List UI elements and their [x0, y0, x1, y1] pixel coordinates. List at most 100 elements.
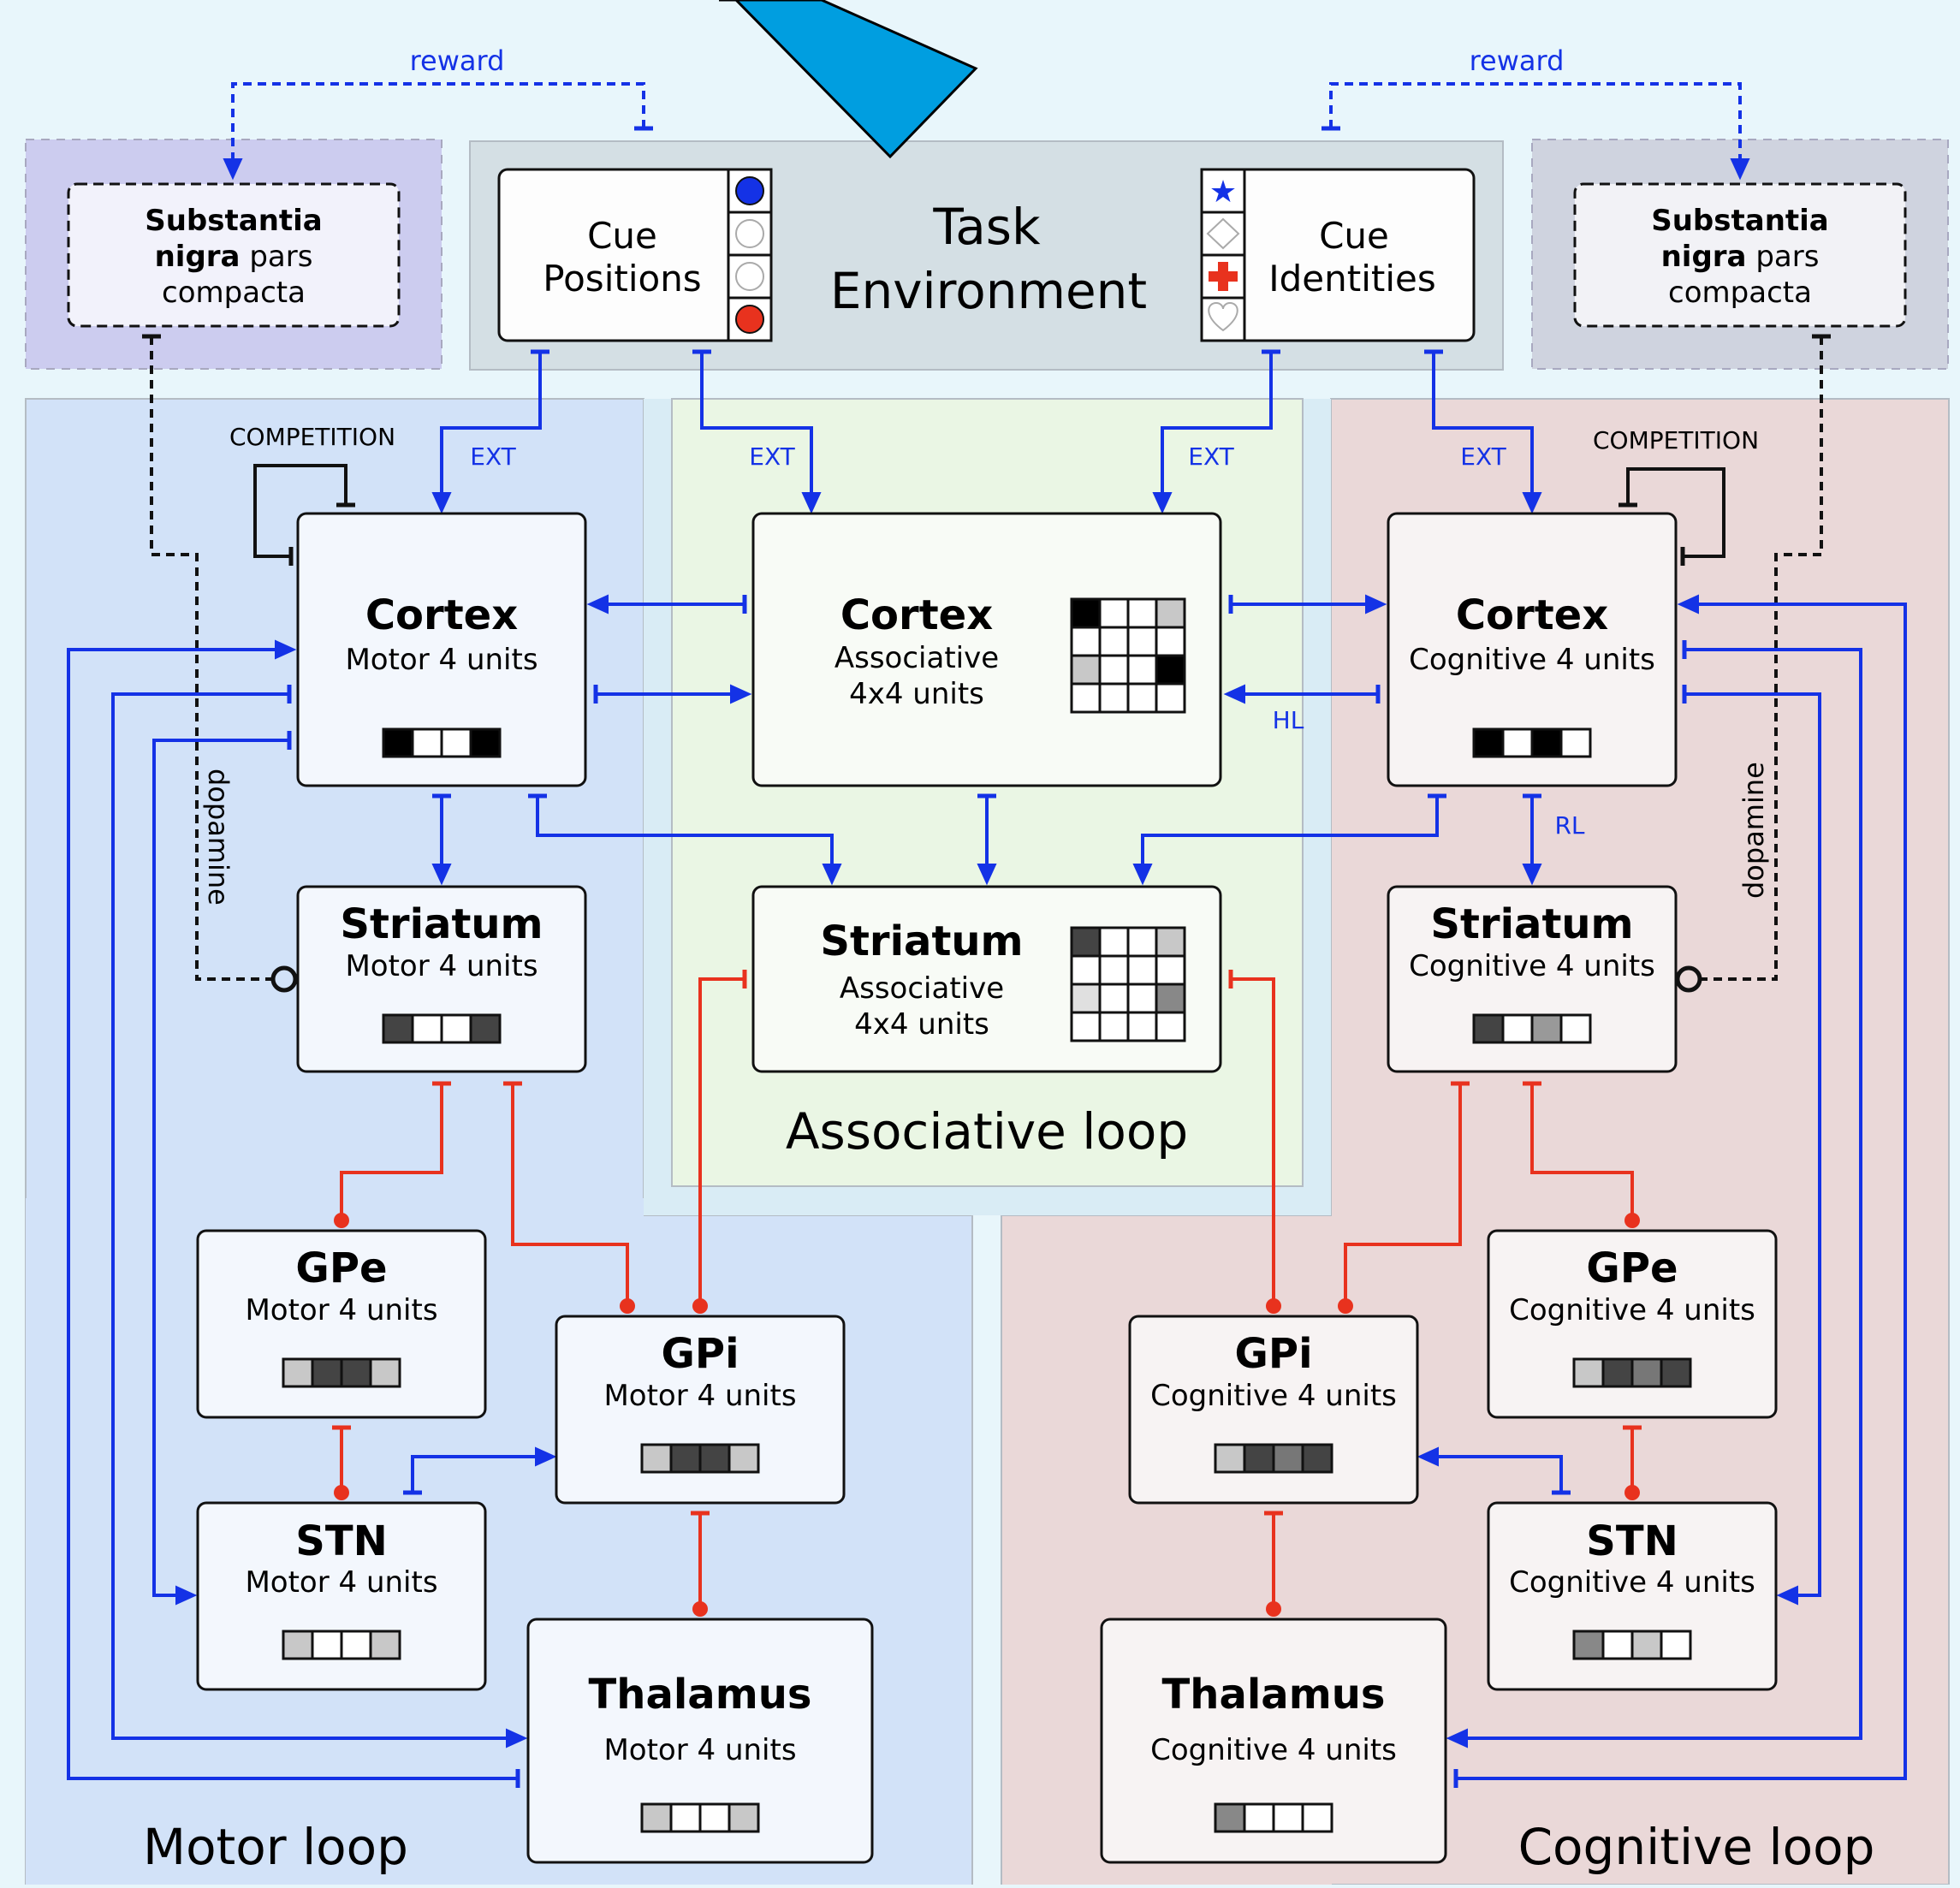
m-stn-unit — [369, 1630, 401, 1660]
ar3 — [1365, 594, 1387, 614]
a-striatum-cell — [1155, 926, 1186, 958]
m-stn-unit — [340, 1630, 372, 1660]
ext-link-3 — [1161, 352, 1273, 495]
m-cortex-unit — [469, 727, 502, 758]
snc-right-line3: compacta — [1668, 276, 1812, 310]
snc-left-line1: Substantia — [145, 204, 323, 238]
ar6 — [822, 864, 842, 886]
dr6 — [1624, 1213, 1640, 1228]
dopamine-ring-right — [1675, 965, 1702, 993]
ar8 — [1132, 864, 1153, 886]
snc-right-line1: Substantia — [1651, 204, 1829, 238]
cue-positions-line1: Cue — [587, 215, 657, 257]
c-gpi-unit — [1301, 1443, 1333, 1474]
competition-loop-left — [253, 464, 347, 558]
c-gpe-unit — [1601, 1357, 1634, 1388]
blue-filled-circle-icon — [735, 176, 764, 205]
m-cortex-to-a-striatum — [536, 796, 834, 866]
c-cortex-unit — [1501, 727, 1534, 758]
c-cortex-unit — [1559, 727, 1592, 758]
m-gpi-unit — [698, 1443, 731, 1474]
ext-arrow-3 — [1152, 492, 1173, 514]
dr3 — [692, 1298, 708, 1314]
m-striatum-title: Striatum — [340, 900, 543, 948]
ext-link-1 — [440, 352, 542, 495]
ext-link-4 — [1432, 352, 1534, 495]
m-stn-subtitle: Motor 4 units — [245, 1565, 437, 1600]
c-striatum-subtitle: Cognitive 4 units — [1409, 949, 1655, 983]
m-striatum-unit — [411, 1013, 443, 1044]
ar14 — [175, 1585, 198, 1606]
m-gpe-unit — [311, 1357, 343, 1388]
c-gpi-unit — [1272, 1443, 1304, 1474]
m-thalamus-to-m-cortex — [67, 648, 518, 1780]
m-thalamus-unit — [728, 1802, 760, 1833]
c-cortex-unit — [1530, 727, 1563, 758]
dr9 — [692, 1601, 708, 1617]
a-cortex-cell — [1155, 626, 1186, 657]
empty-diamond-icon — [1206, 217, 1240, 250]
m-striatum-to-m-gpe — [340, 1084, 443, 1214]
c-striatum-unit — [1472, 1013, 1505, 1044]
svg-text:nigra pars: nigra pars — [155, 240, 313, 274]
c-thalamus-title: Thalamus — [1162, 1671, 1386, 1719]
c-striatum-title: Striatum — [1430, 900, 1633, 948]
corner-banner — [719, 0, 978, 159]
a-cortex-cell — [1098, 654, 1130, 686]
red-cross-icon — [1209, 262, 1238, 291]
a-cortex-cell — [1070, 654, 1102, 686]
c-striatum-to-c-gpe — [1530, 1084, 1634, 1214]
dopamine-ring-left — [270, 965, 298, 993]
a-cortex-cell — [1126, 626, 1158, 657]
reward-arrow-left — [223, 158, 243, 181]
dopamine-label-left: dopamine — [202, 769, 235, 905]
ext-label-1: EXT — [470, 442, 516, 471]
snc-left-line2a: nigra — [155, 240, 241, 274]
c-stn-subtitle: Cognitive 4 units — [1509, 1565, 1755, 1600]
m-cortex-subtitle: Motor 4 units — [345, 643, 538, 677]
a-striatum-subtitle2: 4x4 units — [854, 1007, 989, 1042]
m-thalamus-title: Thalamus — [589, 1671, 812, 1719]
snc-right-line2a: nigra — [1661, 240, 1747, 274]
snc-right-line2b: pars — [1755, 240, 1819, 274]
a-striatum-cell — [1126, 954, 1158, 986]
ext-link-2 — [700, 352, 813, 495]
a-striatum-to-c-gpi — [1231, 977, 1275, 1299]
ar16 — [1446, 1728, 1468, 1748]
ar9 — [1522, 864, 1542, 886]
ar2 — [730, 684, 752, 704]
ar17 — [1776, 1585, 1798, 1606]
m-gpi-unit — [728, 1443, 760, 1474]
ar7 — [977, 864, 997, 886]
c-gpi-subtitle: Cognitive 4 units — [1150, 1379, 1397, 1413]
c-thalamus-unit — [1272, 1802, 1304, 1833]
a-cortex-cell — [1126, 682, 1158, 714]
a-cortex-title: Cortex — [840, 591, 993, 639]
c-stn-unit — [1572, 1630, 1605, 1660]
task-env-line1: Task — [932, 198, 1041, 256]
c-thalamus-unit — [1301, 1802, 1333, 1833]
cue-identities-box: Cue Identities ★ — [1200, 168, 1476, 342]
dr5 — [1338, 1298, 1353, 1314]
dr10 — [1266, 1601, 1281, 1617]
a-striatum-cell — [1155, 983, 1186, 1014]
ext-arrow-2 — [801, 492, 822, 514]
m-gpe-unit — [369, 1357, 401, 1388]
a-striatum-cell — [1155, 954, 1186, 986]
a-cortex-cell — [1070, 597, 1102, 629]
cognitive-loop-label: Cognitive loop — [1518, 1818, 1875, 1876]
m-gpe-unit — [340, 1357, 372, 1388]
a-cortex-cell — [1126, 654, 1158, 686]
a-striatum-cell — [1098, 954, 1130, 986]
m-thalamus-unit — [640, 1802, 673, 1833]
ext-label-2: EXT — [749, 442, 795, 471]
